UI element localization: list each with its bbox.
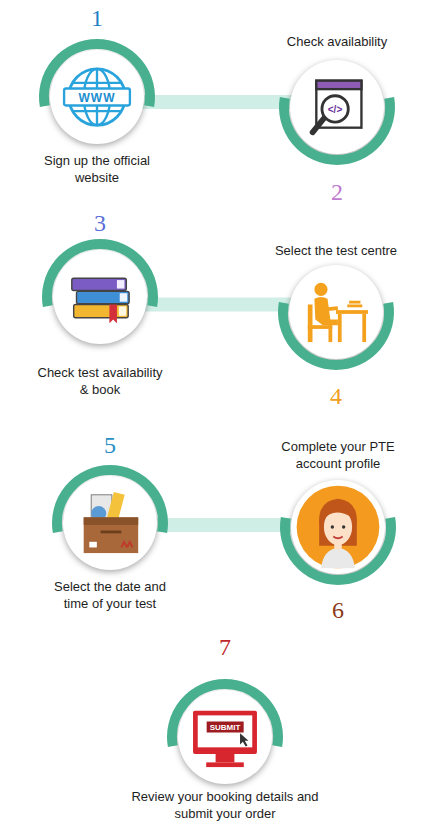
step-number: 2 xyxy=(331,179,343,205)
step-circle: Complete your PTE account profile6 xyxy=(291,480,385,574)
step-number: 3 xyxy=(94,210,106,236)
step-caption: Check availability xyxy=(287,33,387,50)
step-number: 4 xyxy=(330,383,342,409)
step-circle: 3Check test availability & book xyxy=(53,250,147,344)
step-icon xyxy=(53,250,147,344)
step-circle: 7Review your booking details and submit … xyxy=(178,690,272,784)
step-number: 6 xyxy=(332,597,344,623)
step-circle: 5Select the date and time of your test xyxy=(63,476,157,570)
step-number: 7 xyxy=(219,634,231,660)
step-caption: Complete your PTE account profile xyxy=(269,438,407,472)
step-caption: Select the test centre xyxy=(275,242,397,259)
step-icon xyxy=(291,480,385,574)
connector-band xyxy=(155,525,293,526)
step-caption: Review your booking details and submit y… xyxy=(130,788,320,822)
step-icon xyxy=(63,476,157,570)
step-circle: Select the test centre4 xyxy=(289,265,383,359)
step-icon xyxy=(289,265,383,359)
icon-text: WWW xyxy=(79,91,116,105)
step-caption: Select the date and time of your test xyxy=(41,578,179,612)
icon-text: </> xyxy=(328,104,342,115)
connector-band xyxy=(145,304,291,305)
step-number: 1 xyxy=(91,5,103,31)
step-number: 5 xyxy=(104,432,116,458)
step-caption: Check test availability & book xyxy=(34,364,166,398)
connector-band xyxy=(142,102,292,103)
icon-text: SUBMIT xyxy=(207,722,244,733)
step-caption: Sign up the official website xyxy=(35,152,160,186)
step-icon xyxy=(178,690,272,784)
